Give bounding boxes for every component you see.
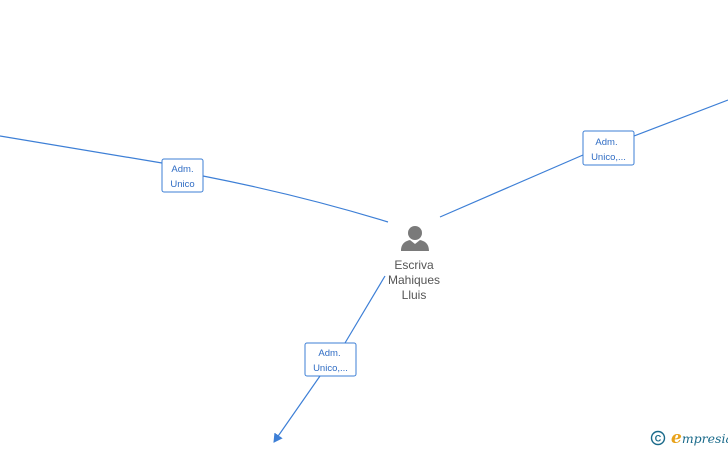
edge-label-right-line1: Adm. xyxy=(595,137,617,148)
edge-label-right[interactable]: Adm. Unico,... xyxy=(582,130,635,166)
empresia-logo: empresia xyxy=(671,428,728,448)
edge-line-bottom xyxy=(274,275,386,442)
edge-label-bottom-line1: Adm. xyxy=(318,348,340,359)
copyright-icon: C xyxy=(650,430,666,446)
person-name-line2: Mahiques xyxy=(388,273,440,287)
edge-label-right-line2: Unico,... xyxy=(591,152,626,163)
person-icon xyxy=(401,226,429,251)
edge-label-bottom[interactable]: Adm. Unico,... xyxy=(304,342,357,377)
edge-label-left-line2: Unico xyxy=(170,179,194,190)
edge-label-left-line1: Adm. xyxy=(171,164,193,175)
person-name-line3: Lluis xyxy=(402,288,427,302)
person-node[interactable]: Escriva Mahiques Lluis xyxy=(388,226,440,302)
edge-label-bottom-line2: Unico,... xyxy=(313,363,348,374)
svg-text:C: C xyxy=(655,434,662,444)
edge-label-left[interactable]: Adm. Unico xyxy=(161,158,204,193)
edge-line-right xyxy=(439,99,728,218)
empresia-watermark: C empresia xyxy=(650,428,728,448)
edge-line-left xyxy=(0,135,389,223)
person-name-line1: Escriva xyxy=(394,258,434,272)
